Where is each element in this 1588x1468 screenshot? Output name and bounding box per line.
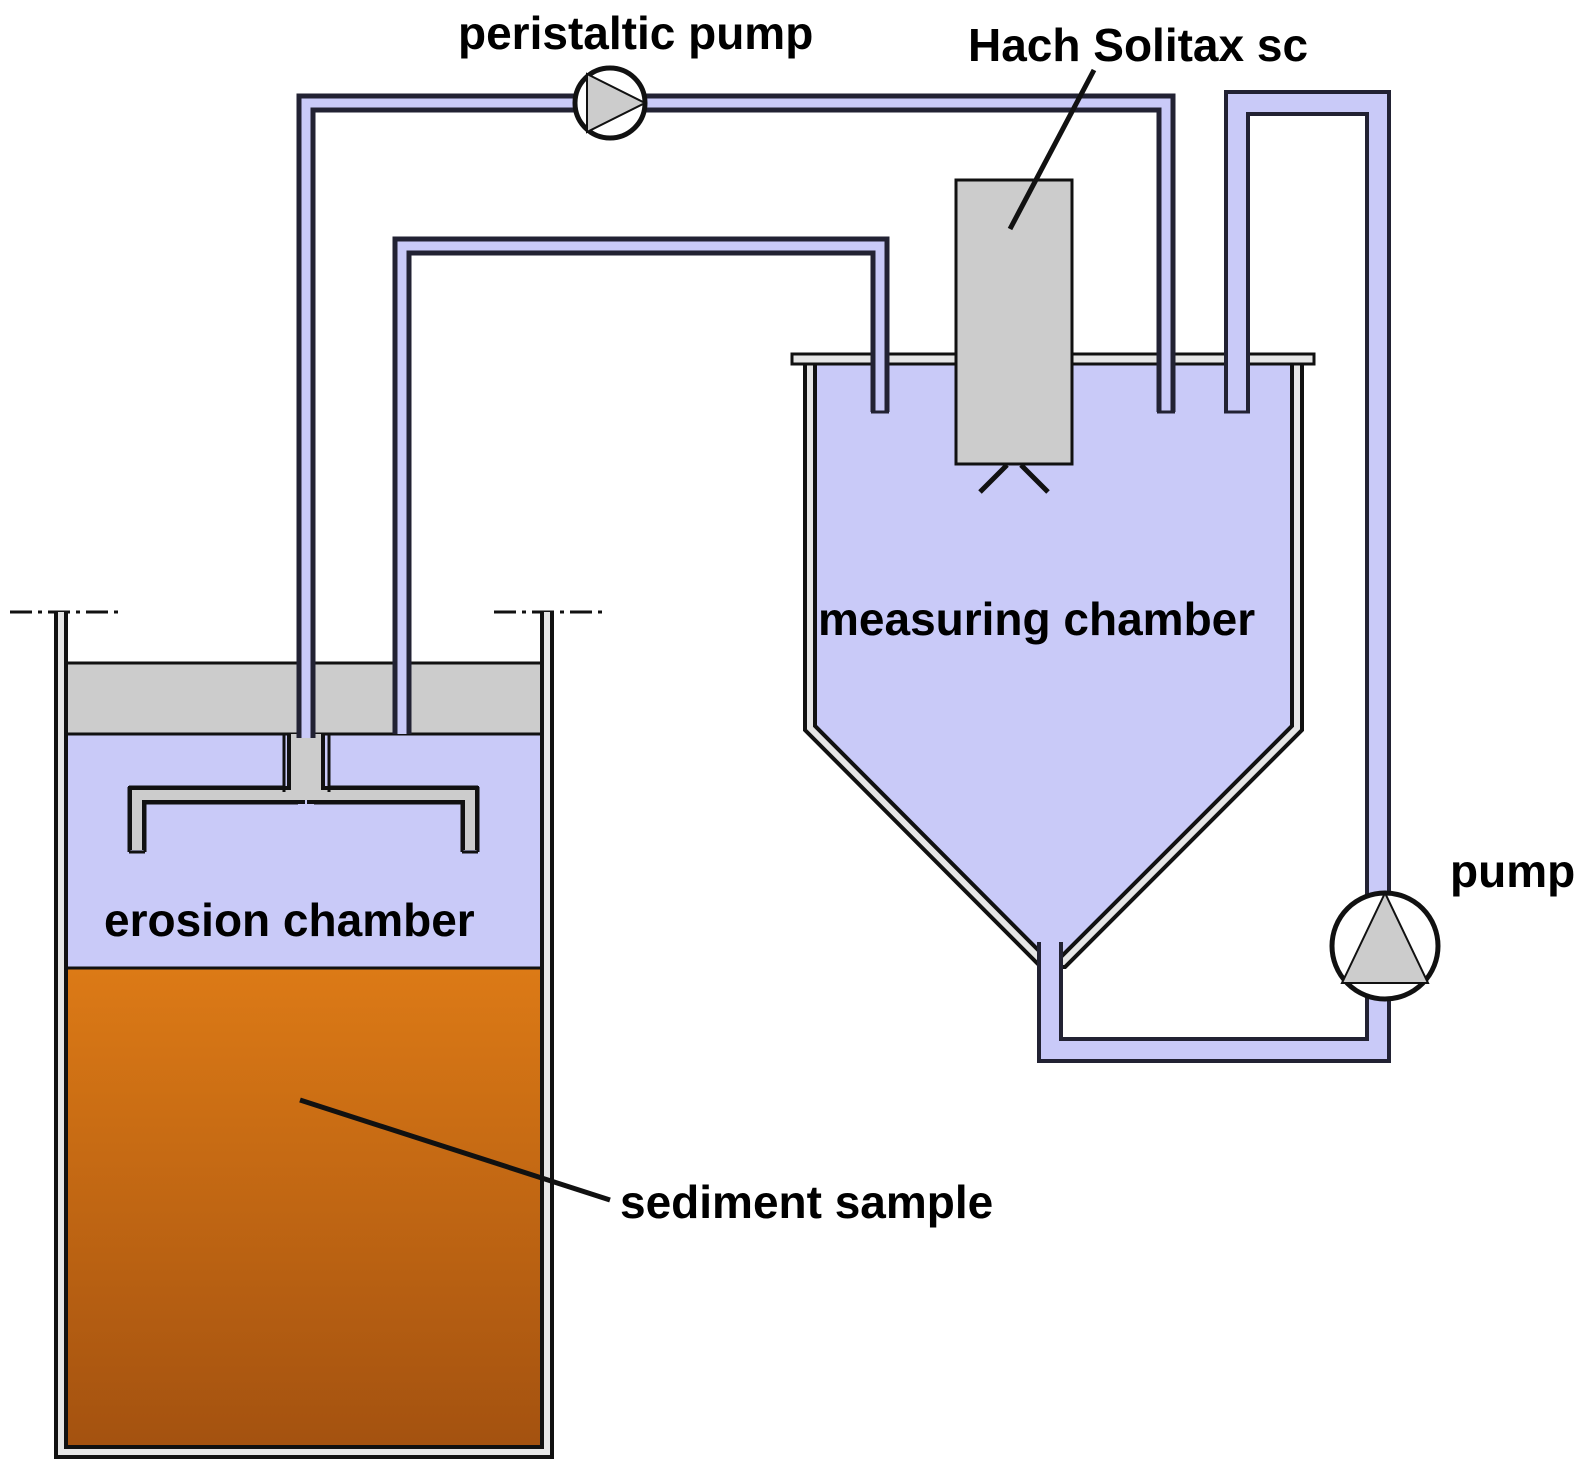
sediment-sample-fill xyxy=(65,968,543,1446)
label-sediment-sample: sediment sample xyxy=(620,1176,994,1228)
sensor-body xyxy=(954,178,1074,466)
hach-solitax-sensor xyxy=(954,178,1074,494)
head-stem xyxy=(291,734,321,800)
pump-icon xyxy=(1329,890,1441,1002)
label-hach-solitax-sc: Hach Solitax sc xyxy=(968,19,1309,71)
label-peristaltic-pump: peristaltic pump xyxy=(458,7,814,59)
tubing xyxy=(296,90,1391,1063)
sensor-tip-right xyxy=(1019,463,1050,494)
peristaltic-pump-icon xyxy=(572,65,648,141)
erosion-chamber xyxy=(10,610,602,1459)
outflow-tube xyxy=(397,241,885,734)
label-erosion-chamber: erosion chamber xyxy=(104,894,475,946)
circulation-tube xyxy=(1041,94,1387,1059)
label-measuring-chamber: measuring chamber xyxy=(818,593,1256,645)
erosion-chamber-wall-inner xyxy=(58,612,550,1455)
sensor-leader-line xyxy=(1007,68,1097,231)
sensor-tip-left xyxy=(978,463,1009,494)
measuring-chamber-water xyxy=(812,362,1298,966)
return-tube xyxy=(301,98,1171,738)
sediment-leader-line xyxy=(299,1097,611,1203)
label-pump: pump xyxy=(1450,845,1576,897)
